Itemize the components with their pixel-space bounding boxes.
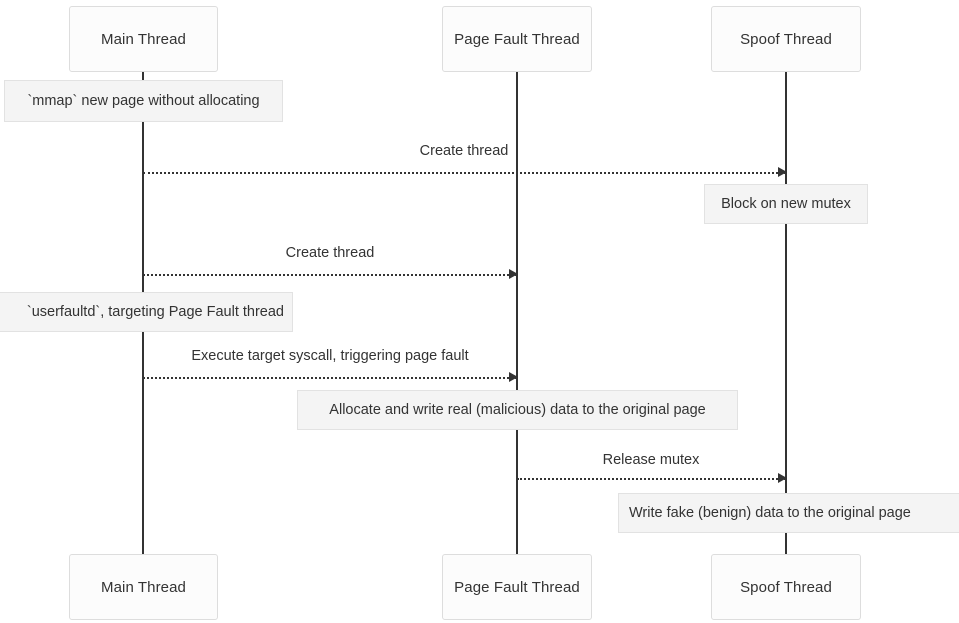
msg-create-fault[interactable] [143,269,518,279]
actor-label: Main Thread [100,30,187,48]
lifeline-spoof [785,72,787,554]
actor-box-top-1[interactable]: Page Fault Thread [442,6,592,72]
note-userfaultd: `userfaultd`, targeting Page Fault threa… [0,292,293,332]
note-allocate-write: Allocate and write real (malicious) data… [297,390,738,430]
note-label: Block on new mutex [721,196,851,212]
actor-label: Main Thread [100,578,187,596]
arrowhead-icon [509,372,518,382]
message-label: Create thread [419,143,509,159]
note-label: Write fake (benign) data to the original… [629,505,911,521]
actor-box-top-0[interactable]: Main Thread [69,6,218,72]
message-line [517,478,786,480]
message-line [143,377,517,379]
note-mmap: `mmap` new page without allocating [4,80,283,122]
actor-box-bottom-1[interactable]: Page Fault Thread [442,554,592,620]
message-line [143,172,786,174]
actor-label: Spoof Thread [740,578,832,596]
message-line [143,274,517,276]
actor-label: Page Fault Thread [454,578,580,596]
actor-label: Page Fault Thread [454,30,580,48]
actor-box-bottom-0[interactable]: Main Thread [69,554,218,620]
actor-box-bottom-2[interactable]: Spoof Thread [711,554,861,620]
message-label: Create thread [285,245,375,261]
message-label: Release mutex [602,452,700,468]
msg-create-spoof[interactable] [143,167,787,177]
note-block-mutex: Block on new mutex [704,184,868,224]
note-label: `mmap` new page without allocating [27,93,260,109]
message-label: Execute target syscall, triggering page … [191,348,469,364]
note-label: Allocate and write real (malicious) data… [329,402,706,418]
arrowhead-icon [778,473,787,483]
msg-execute-syscall[interactable] [143,372,518,382]
note-write-fake: Write fake (benign) data to the original… [618,493,959,533]
arrowhead-icon [509,269,518,279]
msg-release-mutex[interactable] [517,473,787,483]
actor-label: Spoof Thread [740,30,832,48]
lifeline-fault [516,72,518,554]
actor-box-top-2[interactable]: Spoof Thread [711,6,861,72]
arrowhead-icon [778,167,787,177]
note-label: `userfaultd`, targeting Page Fault threa… [26,304,284,320]
